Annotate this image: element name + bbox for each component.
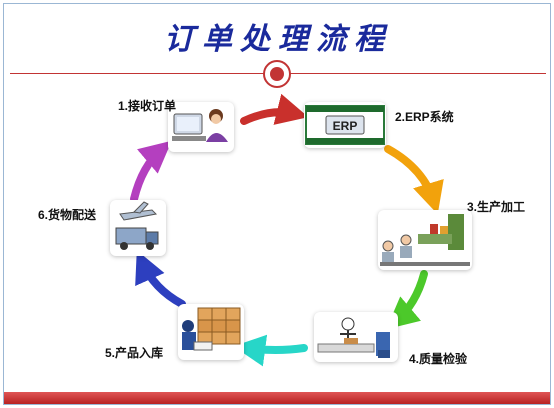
warehouse-icon [178, 304, 244, 360]
page-title: 订单处理流程 [164, 22, 392, 57]
flow-arrows [130, 93, 444, 367]
divider-ornament [263, 60, 291, 88]
slide: 订单处理流程 1.接收订单 [3, 3, 551, 405]
arrow-inspection-to-warehouse [233, 334, 308, 367]
step-5-label: 5.产品入库 [105, 346, 164, 360]
quality-inspection-icon [314, 312, 398, 362]
production-icon [378, 210, 472, 270]
erp-system-icon: ERP [304, 102, 386, 148]
arrow-production-to-inspection [386, 270, 428, 330]
step-4-label: 4.质量检验 [409, 352, 468, 366]
arrow-delivery-to-order [130, 140, 172, 203]
footer-bar [4, 392, 550, 404]
erp-icon-text: ERP [333, 119, 358, 133]
arrow-warehouse-to-delivery [135, 250, 186, 308]
arrow-order-to-erp [240, 93, 309, 125]
order-receiving-icon [168, 102, 234, 152]
step-1-label: 1.接收订单 [118, 99, 177, 113]
step-3-label: 3.生产加工 [467, 200, 526, 214]
delivery-icon [110, 200, 166, 256]
step-6-label: 6.货物配送 [38, 208, 97, 222]
arrow-erp-to-production [384, 145, 444, 215]
step-2-label: 2.ERP系统 [395, 110, 454, 124]
